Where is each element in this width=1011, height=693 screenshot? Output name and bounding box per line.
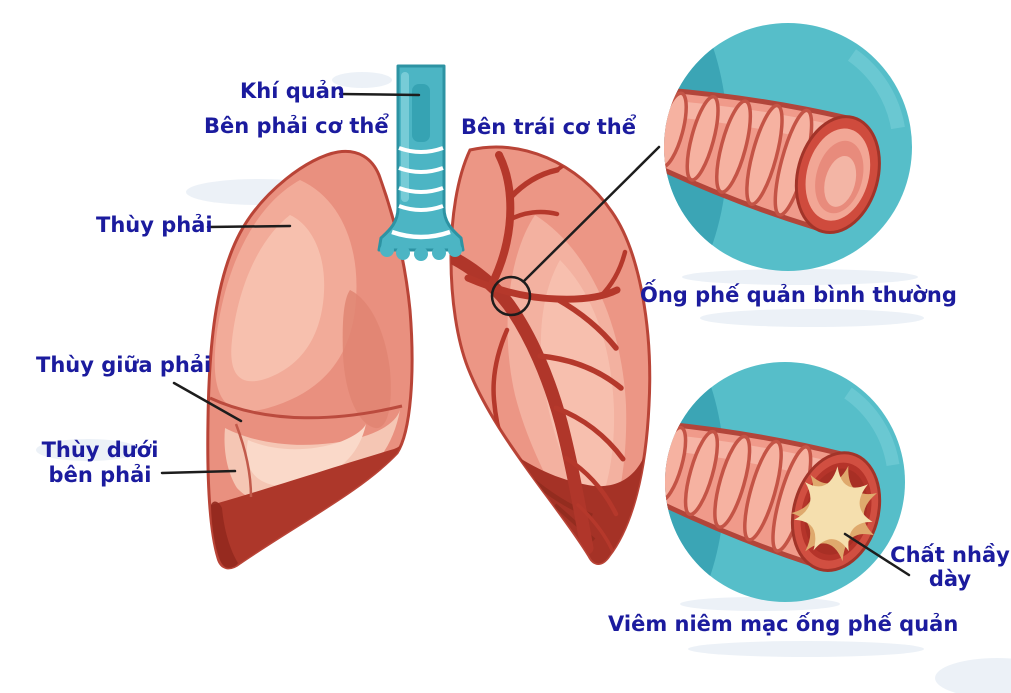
leader-lower-lobe — [160, 469, 237, 475]
right-lower-lobe-region — [211, 433, 409, 568]
leader-mucus — [843, 532, 911, 577]
label-normal-bronchus: Ống phế quản bình thường — [640, 283, 957, 307]
left-lung — [449, 145, 652, 565]
trachea-bottom-scallops — [380, 243, 462, 261]
right-lung — [206, 149, 414, 570]
label-body-left-side: Bên trái cơ thể — [461, 115, 637, 139]
label-right-lower-lobe: Thùy dưới bên phải — [41, 438, 159, 487]
leader-lines — [160, 92, 911, 577]
trachea-rings — [391, 146, 451, 240]
background-blobs — [36, 72, 1011, 693]
annotation-circle — [490, 275, 532, 317]
normal-bronchus-tube — [664, 86, 881, 235]
leader-middle-lobe — [172, 381, 243, 423]
label-right-middle-lobe: Thùy giữa phải — [36, 353, 212, 377]
mucus-star — [791, 465, 877, 562]
label-inflamed-bronchus: Viêm niêm mạc ống phế quản — [608, 612, 959, 636]
label-thick-mucus: Chất nhầy dày — [890, 543, 1010, 591]
label-right-lobe: Thùy phải — [96, 213, 213, 237]
horizontal-fissure — [209, 396, 403, 420]
trachea-illustration — [377, 64, 465, 261]
leader-right-lobe — [206, 224, 292, 229]
oblique-fissure — [234, 423, 253, 498]
label-body-right-side: Bên phải cơ thể — [204, 114, 389, 138]
label-trachea: Khí quản — [240, 79, 345, 103]
left-lung-dark-band — [455, 398, 646, 564]
inflamed-bronchus-tube — [665, 420, 882, 572]
leader-trachea — [338, 92, 421, 97]
leader-to-inset — [522, 145, 661, 283]
